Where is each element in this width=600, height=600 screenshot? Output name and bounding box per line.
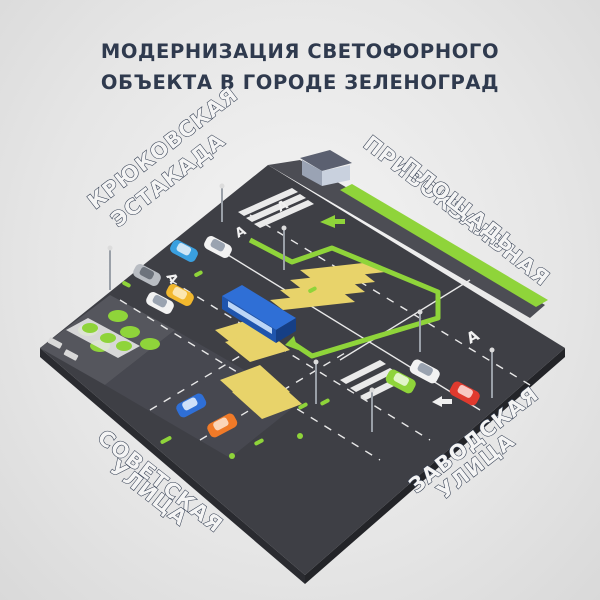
green-strip [340,184,548,307]
planters [66,310,160,358]
car-orange [207,413,238,438]
car-green [385,369,416,394]
title-line-2: ОБЪЕКТА В ГОРОДЕ ЗЕЛЕНОГРАД [100,71,500,94]
lamp-heads [107,183,495,393]
page-title: МОДЕРНИЗАЦИЯ СВЕТОФОРНОГО ОБЪЕКТА В ГОРО… [0,36,600,98]
bus [222,285,296,343]
hatch-top [238,188,314,228]
title-line-1: МОДЕРНИЗАЦИЯ СВЕТОФОРНОГО [100,40,500,63]
ground-side-right [305,348,565,584]
bollards [122,270,330,459]
crosswalk-bottom [220,365,302,419]
benches [47,337,79,361]
car-white-top [204,236,232,258]
car-grey [133,264,161,286]
cars [133,236,480,438]
plaza-bottom [105,330,300,458]
sidewalk-top-right [268,160,545,318]
car-white-left [146,292,174,314]
route-arrow [248,237,441,359]
car-blue-bottom [176,393,207,418]
ground-top [40,165,565,575]
lane-arrow [320,215,345,228]
route-arrow-head [285,336,298,350]
crosswalk-top [270,262,385,310]
bus-stop-shelter [300,150,352,186]
car-white-right [409,359,440,384]
car-blue-top [170,240,198,262]
lane-arrow-white [432,396,452,407]
ground-side-left [40,348,305,584]
lamp-posts [109,186,493,432]
car-yellow [166,284,194,306]
car-red [449,381,480,406]
